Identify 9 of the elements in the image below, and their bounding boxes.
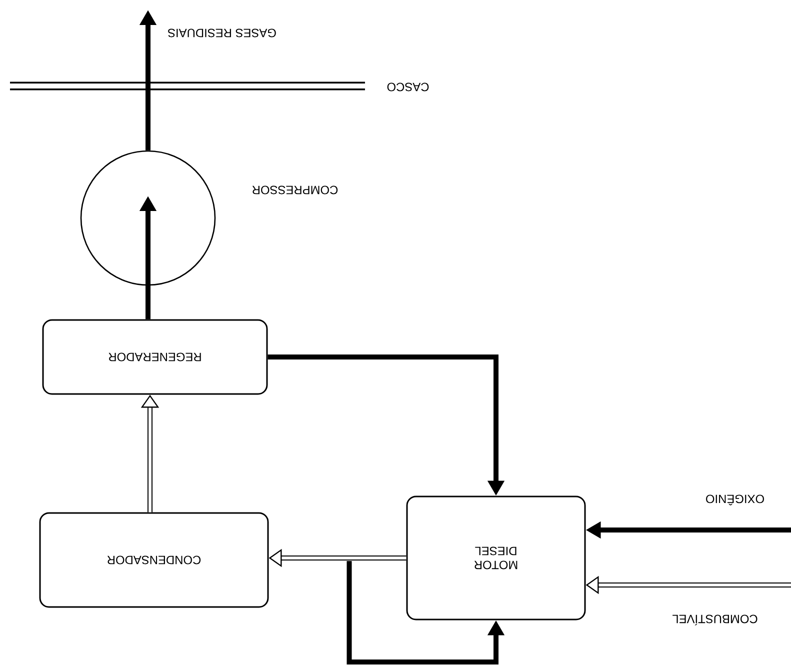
process-box: CONDENSADOR: [39, 512, 269, 608]
process-box: REGENERADOR: [42, 319, 268, 395]
edge-label: COMBUSTÍVEL: [671, 614, 759, 626]
process-box: MOTOR DIESEL: [406, 496, 586, 620]
edge-label: GASES RESIDUAIS: [166, 28, 278, 38]
compressor-circle: [80, 150, 216, 286]
edge-label: OXIGÊNIO: [704, 494, 766, 506]
node-caption: COMPRESSOR: [252, 186, 338, 194]
part-label: CASCO: [387, 82, 429, 92]
